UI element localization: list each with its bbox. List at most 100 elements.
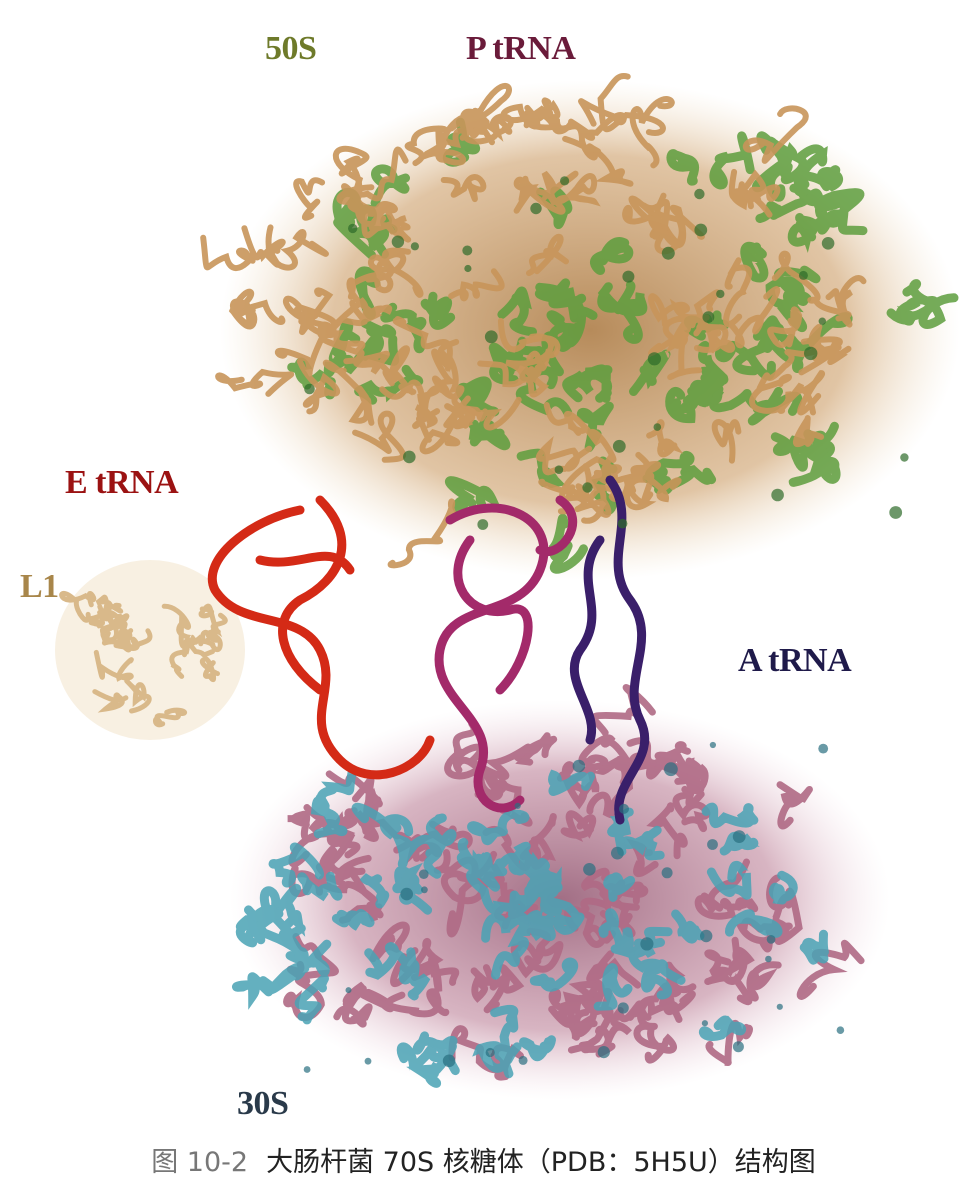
rrna-ribbon — [483, 964, 525, 1014]
ribosome-structure-illustration — [55, 73, 960, 1100]
rrna-ribbon — [474, 767, 509, 801]
protein-ribbon — [267, 947, 310, 995]
protein-ribbon — [709, 131, 755, 190]
rrna-ribbon — [477, 333, 554, 388]
l1-ribbon — [59, 590, 97, 623]
label-e-trna: E tRNA — [65, 464, 179, 501]
rrna-ribbon — [318, 863, 379, 905]
helix-mark — [694, 188, 705, 200]
protein-ribbon — [423, 813, 457, 879]
rrna-ribbon — [348, 251, 424, 298]
a-trna-structure — [569, 475, 650, 825]
rrna-ribbon — [767, 306, 803, 348]
rrna-ribbon — [526, 233, 570, 277]
rrna-ribbon — [453, 743, 532, 780]
helix-mark — [732, 1041, 744, 1053]
rrna-ribbon — [633, 1022, 677, 1064]
helix-mark — [391, 235, 405, 248]
rrna-ribbon — [416, 385, 442, 443]
rrna-ribbon — [572, 1006, 614, 1042]
helix-mark — [617, 1002, 629, 1014]
helix-mark — [836, 1026, 845, 1034]
rrna-ribbon — [513, 176, 566, 215]
helix-mark — [661, 246, 675, 260]
rrna-ribbon — [322, 359, 375, 426]
protein-ribbon — [294, 974, 329, 1025]
rrna-ribbon — [798, 337, 852, 376]
protein-ribbon — [420, 291, 456, 330]
protein-ribbon — [701, 802, 759, 829]
helix-mark — [514, 802, 521, 810]
rrna-ribbon — [379, 345, 413, 400]
rrna-ribbon — [580, 867, 611, 917]
helix-mark — [611, 846, 624, 860]
rrna-ribbon — [319, 329, 381, 368]
protein-ribbon — [529, 914, 556, 942]
protein-ribbon — [389, 831, 440, 869]
rrna-ribbon — [674, 757, 705, 809]
protein-ribbon — [698, 1015, 747, 1041]
l1-ribbon — [152, 707, 187, 728]
protein-ribbon — [799, 929, 829, 965]
rrna-ribbon — [704, 936, 755, 985]
protein-ribbon — [619, 825, 665, 861]
protein-ribbon — [895, 293, 959, 329]
label-l1: L1 — [20, 568, 59, 605]
rrna-ribbon — [728, 168, 767, 209]
rrna-ribbon — [515, 732, 558, 766]
protein-ribbon — [766, 136, 798, 202]
rrna-ribbon — [646, 419, 684, 458]
protein-ribbon — [351, 802, 414, 840]
rrna-ribbon — [694, 894, 759, 920]
rrna-ribbon — [352, 410, 406, 463]
rrna-ribbon — [392, 316, 460, 373]
helix-mark — [582, 482, 593, 493]
protein-ribbon — [671, 909, 705, 944]
l1-stalk — [55, 560, 245, 740]
rrna-ribbon — [704, 949, 753, 1006]
figure-title: 大肠杆菌 70S 核糖体（PDB：5H5U）结构图 — [266, 1147, 816, 1178]
protein-ribbon — [570, 364, 612, 403]
l1-ribbon — [124, 678, 152, 714]
rrna-ribbon — [586, 752, 657, 819]
protein-ribbon — [468, 419, 511, 451]
rrna-ribbon — [448, 268, 505, 302]
rrna-ribbon — [560, 810, 597, 843]
l1-ribbon — [88, 610, 105, 629]
figure-number: 图 10-2 — [151, 1147, 249, 1178]
protein-ribbon — [780, 144, 828, 189]
rrna-ribbon — [419, 395, 471, 455]
rrna-ribbon — [776, 781, 813, 830]
protein-ribbon — [613, 280, 648, 317]
rrna-ribbon — [287, 810, 320, 843]
helix-mark — [442, 1054, 456, 1068]
protein-ribbon — [682, 373, 728, 408]
helix-mark — [700, 929, 713, 943]
rrna-ribbon — [459, 83, 512, 128]
rrna-ribbon — [749, 373, 816, 416]
rrna-ribbon — [543, 402, 601, 446]
l1-ribbon — [93, 649, 134, 682]
rrna-ribbon — [672, 785, 711, 833]
label-50s: 50S — [265, 30, 317, 67]
helix-mark — [889, 506, 903, 519]
rrna-ribbon — [711, 419, 742, 464]
helix-mark — [804, 346, 818, 361]
helix-mark — [771, 488, 784, 502]
protein-ribbon — [491, 841, 531, 876]
protein-ribbon — [666, 149, 700, 186]
protein-ribbon — [628, 937, 665, 977]
protein-ribbon — [364, 942, 415, 980]
rrna-ribbon — [384, 988, 450, 1018]
protein-ribbon — [398, 947, 431, 1001]
p-trna-structure — [434, 495, 578, 813]
rrna-ribbon — [582, 910, 617, 948]
protein-ribbon — [268, 842, 324, 888]
helix-mark — [640, 937, 654, 951]
helix-mark — [664, 762, 678, 777]
helix-mark — [345, 987, 352, 994]
l1-ribbon — [99, 613, 130, 643]
protein-ribbon — [535, 282, 587, 348]
rrna-ribbon — [593, 755, 629, 786]
helix-mark — [818, 317, 826, 325]
